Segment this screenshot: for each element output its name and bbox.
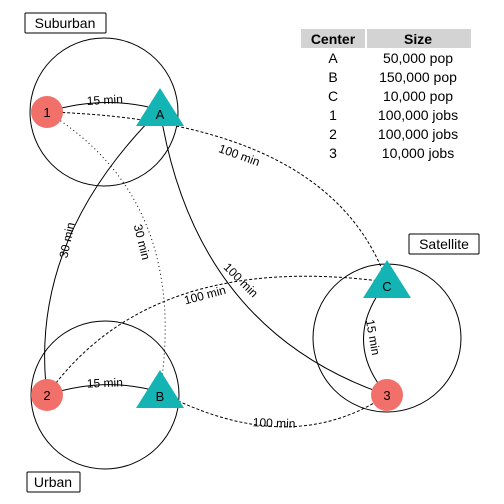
edge-label-2-c: 100 min — [183, 283, 228, 308]
urban-label-box — [26, 471, 81, 493]
suburban-label-text: Suburban — [35, 15, 96, 31]
legend-row-center: 1 — [329, 107, 337, 123]
job-node-3-circle — [371, 379, 403, 411]
satellite-label-text: Satellite — [419, 236, 469, 252]
job-node-3-label: 3 — [383, 388, 390, 403]
legend-row-center: B — [328, 69, 337, 85]
pop-node-a-label: A — [156, 107, 165, 122]
suburban-region-label: Suburban — [24, 12, 107, 34]
satellite-region-label: Satellite — [408, 233, 480, 255]
job-node-2-circle — [31, 379, 63, 411]
job-node-1-circle — [31, 96, 63, 128]
edge-label-c-3: 15 min — [363, 318, 383, 356]
legend-row-size: 50,000 pop — [383, 50, 453, 66]
edge-1-c — [46, 111, 388, 283]
job-node-1-label: 1 — [43, 105, 50, 120]
legend-row-center: A — [328, 50, 338, 66]
urban-label-text: Urban — [34, 474, 72, 490]
legend-row-size: 10,000 jobs — [382, 145, 454, 161]
suburban-region-circle — [29, 37, 179, 187]
pop-node-c-triangle — [363, 260, 411, 298]
legend-row-size: 100,000 jobs — [378, 126, 458, 142]
edge-label-1-a: 15 min — [86, 92, 123, 108]
suburban-label-box — [24, 12, 107, 34]
legend-row-size: 100,000 jobs — [378, 107, 458, 123]
job-node-1: 1 — [31, 96, 63, 128]
legend-row-center: 3 — [329, 145, 337, 161]
legend-header-size: Size — [404, 31, 432, 47]
edge-label-2-b: 15 min — [87, 375, 123, 390]
pop-node-c-label: C — [382, 279, 391, 294]
edge-a-3 — [159, 109, 388, 396]
edge-a-2 — [44, 109, 161, 396]
edge-label-1-c: 100 min — [217, 141, 262, 169]
legend-header-bg — [301, 29, 471, 48]
job-node-2: 2 — [31, 379, 63, 411]
pop-node-c: C — [363, 260, 411, 298]
pop-node-a-triangle — [136, 88, 184, 126]
legend-row-center: C — [328, 88, 338, 104]
legend-table: Center Size A 50,000 pop B 150,000 pop C… — [301, 29, 471, 161]
satellite-label-box — [408, 233, 480, 255]
job-node-2-label: 2 — [43, 388, 50, 403]
pop-node-b: B — [136, 370, 184, 408]
urban-region-label: Urban — [26, 471, 81, 493]
pop-node-a: A — [136, 88, 184, 126]
legend-header-center: Center — [311, 31, 356, 47]
edge-label-1-b: 30 min — [131, 223, 153, 261]
legend-row-center: 2 — [329, 126, 337, 142]
job-node-3: 3 — [371, 379, 403, 411]
pop-node-b-triangle — [136, 370, 184, 408]
edge-b-3 — [159, 391, 388, 428]
edge-2-c — [46, 275, 388, 396]
edge-label-b-3: 100 min — [253, 415, 296, 430]
legend-row-size: 10,000 pop — [383, 88, 453, 104]
pop-node-b-label: B — [156, 389, 165, 404]
legend-row-size: 150,000 pop — [379, 69, 457, 85]
edge-label-a-2: 30 min — [56, 221, 77, 259]
